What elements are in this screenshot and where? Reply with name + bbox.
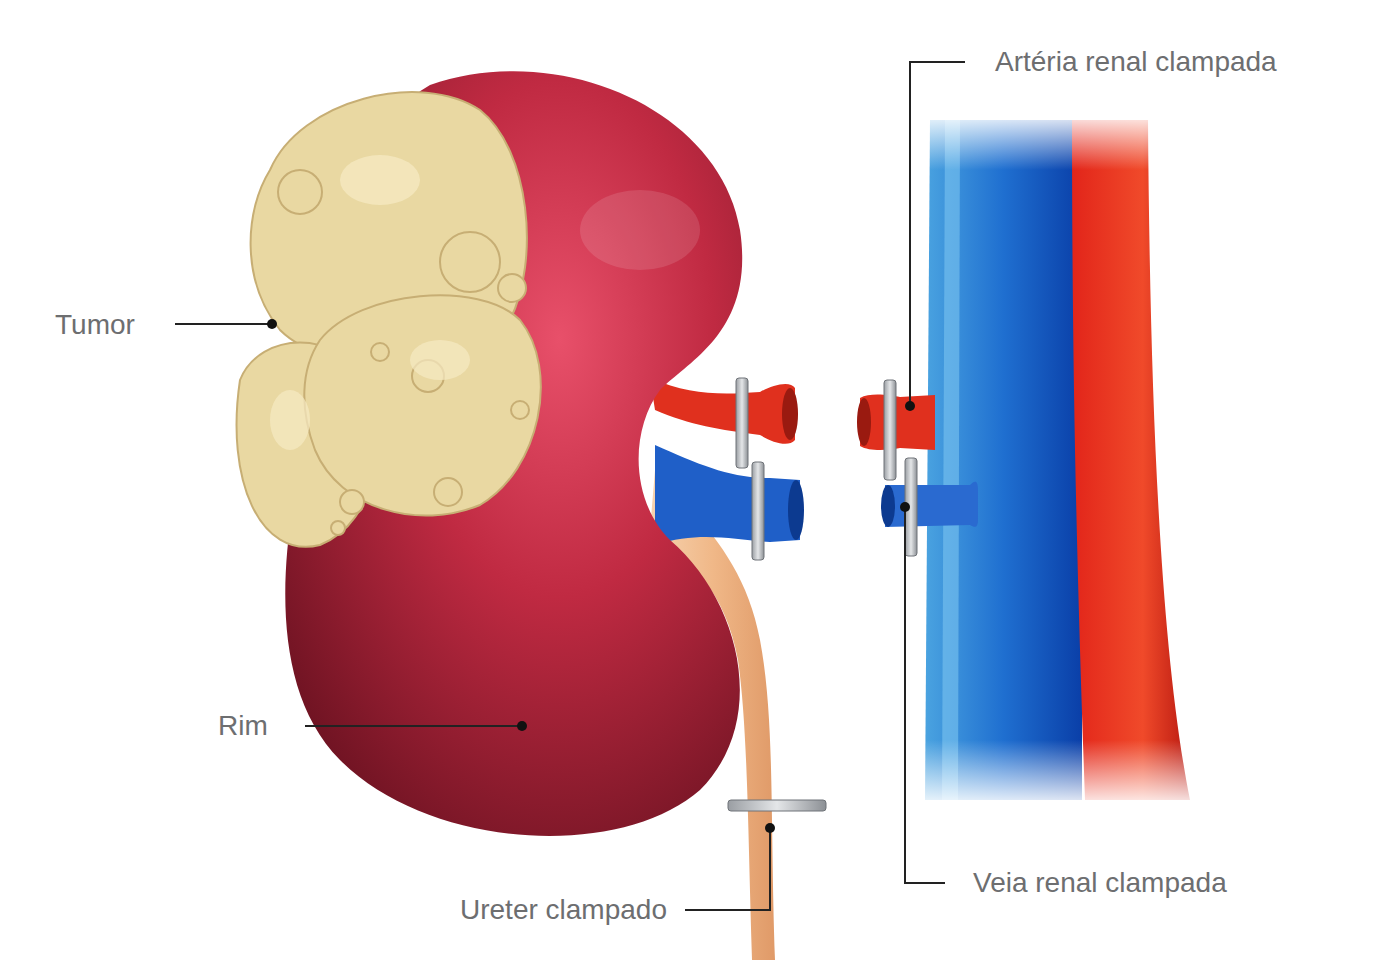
tumor [237,92,541,547]
part-label: Veia renal clampada [973,869,1227,897]
renal-artery-stub [860,394,935,450]
part-label: Rim [218,712,268,740]
part-label: Artéria renal clampada [995,48,1277,76]
renal-artery [650,378,795,444]
tumor-highlights [270,155,470,450]
part-label: Ureter clampado [460,896,667,924]
leader-dots [267,319,915,833]
renal-vein-stub [885,482,978,527]
renal-vein [655,445,800,545]
great-vessels [900,110,1200,810]
part-label: Tumor [55,311,135,339]
leader-lines [175,62,965,910]
surgical-clamps [728,378,917,811]
